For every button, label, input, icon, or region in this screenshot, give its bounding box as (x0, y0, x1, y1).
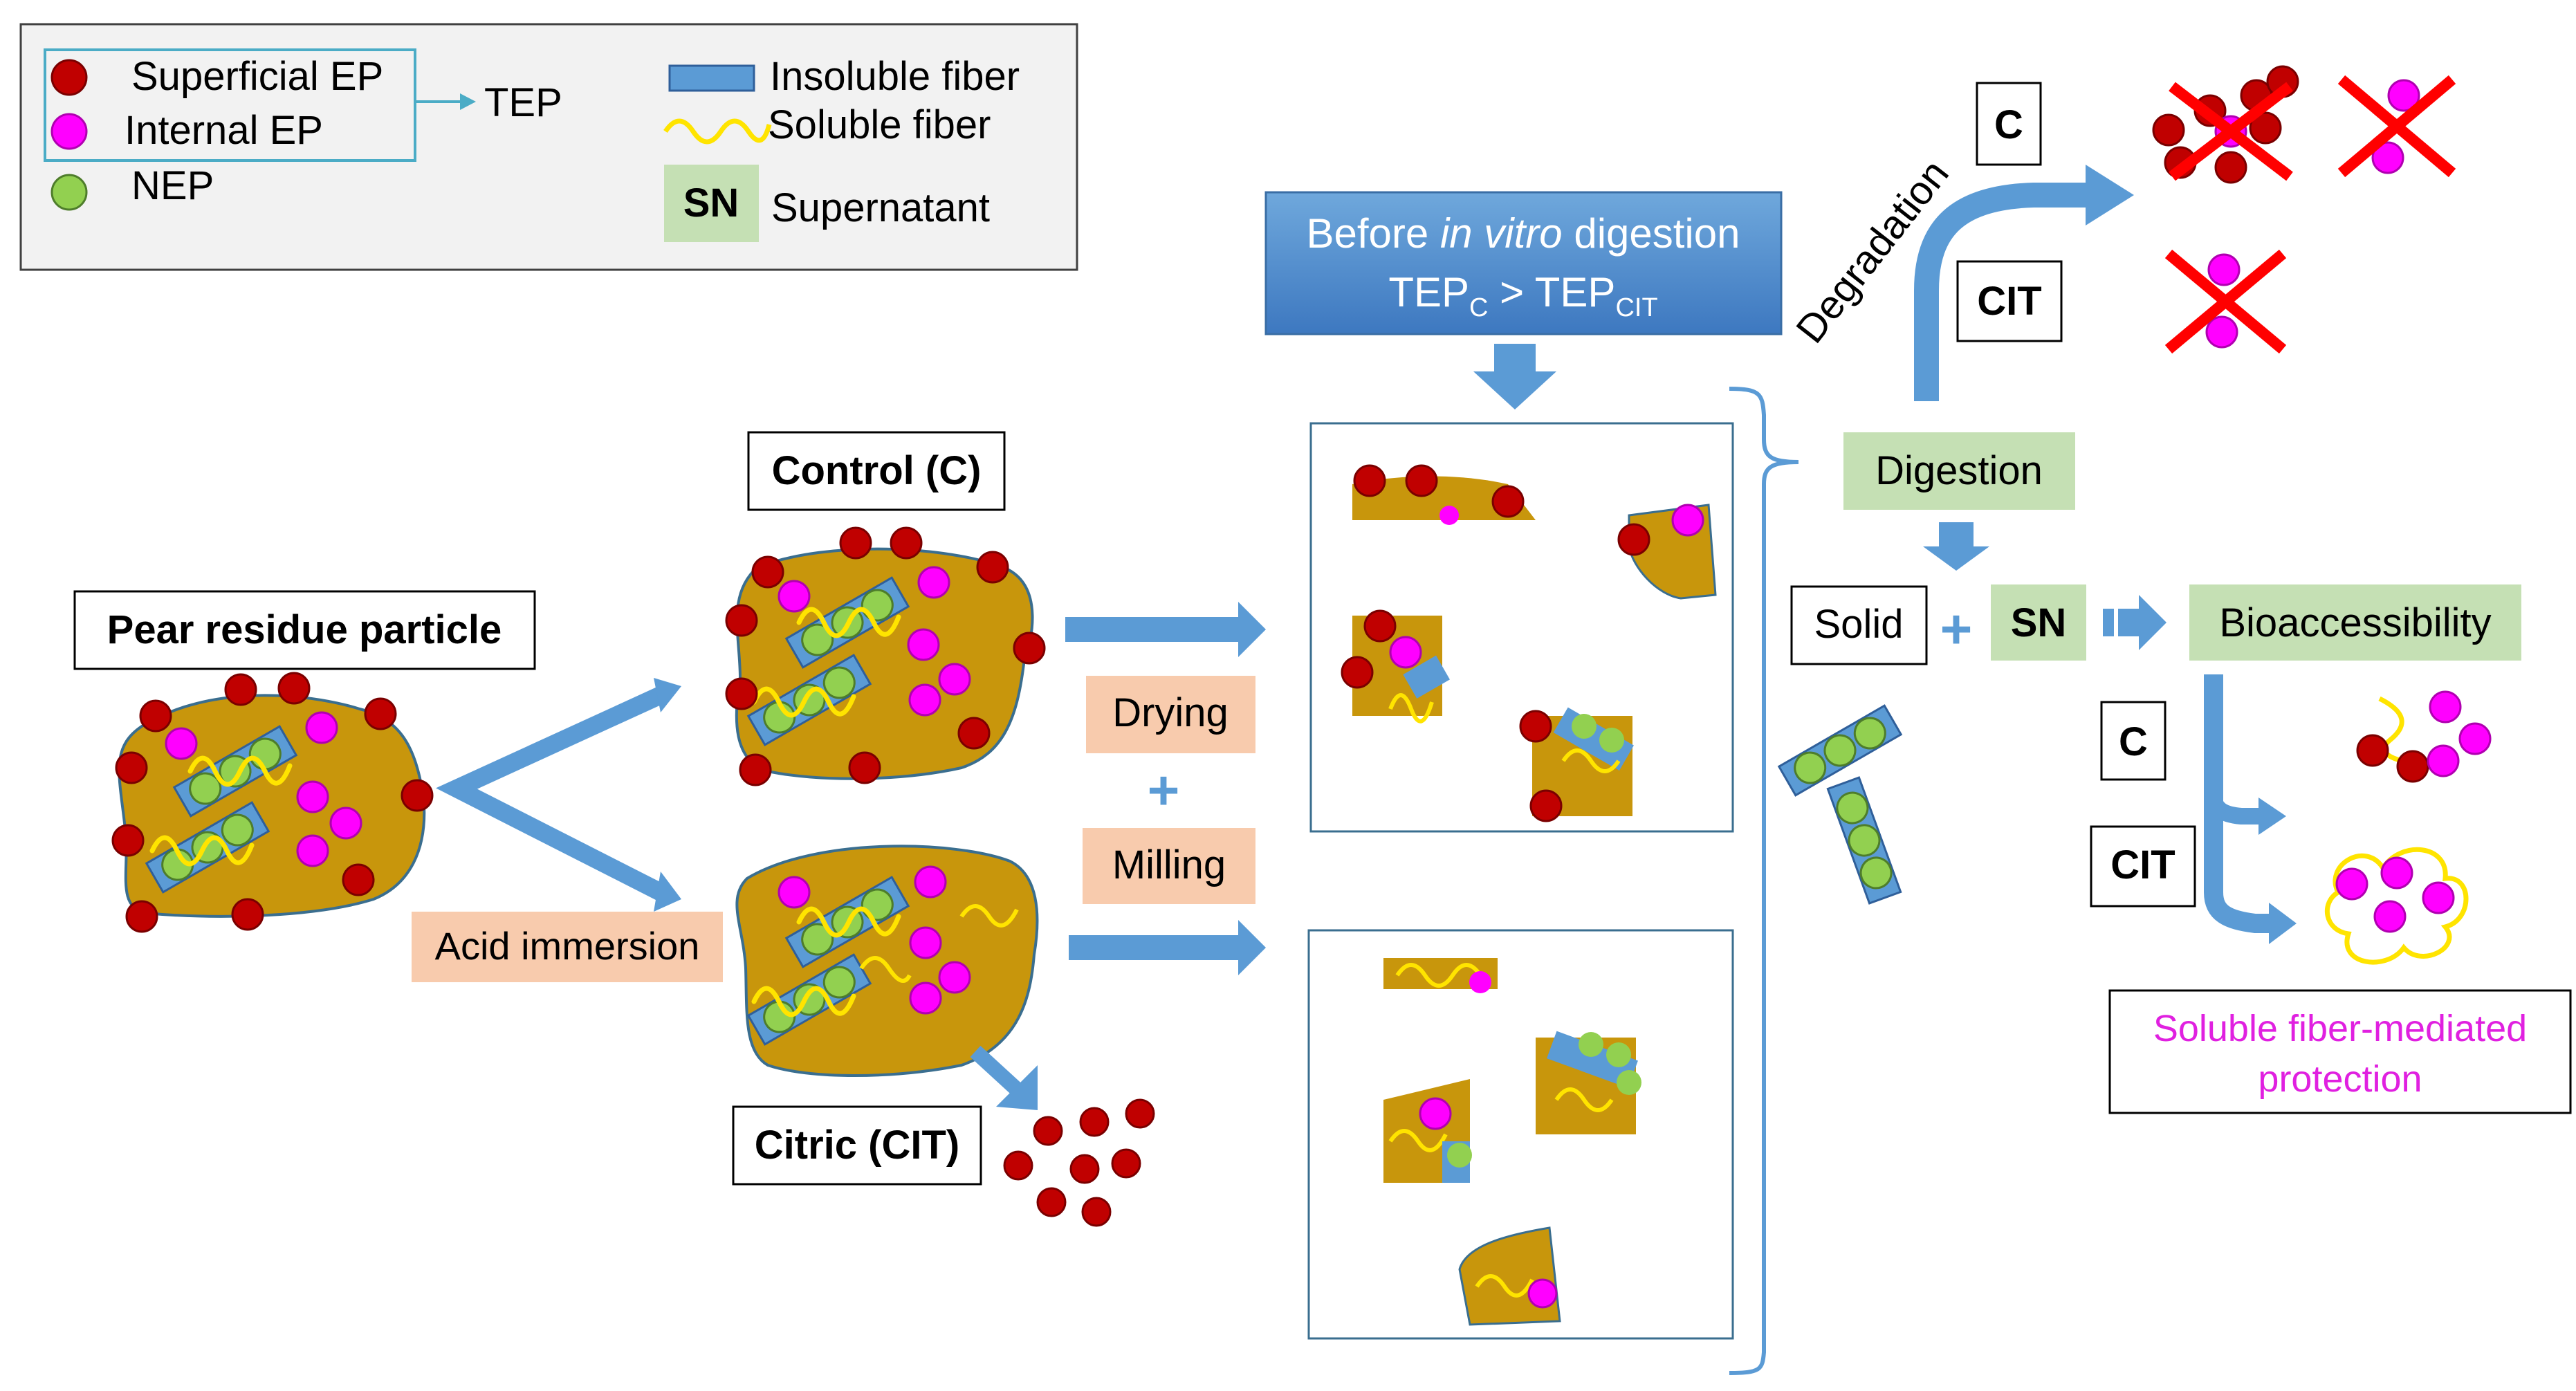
acid-immersion-label: Acid immersion (435, 924, 700, 968)
digestion-box (1843, 432, 2075, 510)
solid-sn-plus: + (1940, 598, 1973, 660)
drying-box (1086, 676, 1255, 753)
sn-label: SN (2011, 600, 2067, 645)
bioaccessibility-box (2189, 584, 2521, 661)
tep-arrow-head (460, 93, 476, 110)
solid-box (1790, 585, 1928, 665)
solid-residue-fibers (1778, 704, 1902, 905)
nep-label: NEP (131, 163, 214, 208)
control-powder-fragments (1341, 464, 1717, 822)
protection-line1: Soluble fiber-mediated (2153, 1008, 2527, 1049)
pear-residue-label-box (73, 590, 536, 670)
digestion-down-arrow (1923, 522, 1989, 571)
sn-to-bioaccessibility-arrow (2103, 595, 2166, 650)
bioaccessible-citric-group (2325, 847, 2469, 965)
c-bottom-label: C (2119, 719, 2148, 764)
solid-label: Solid (1814, 602, 1904, 647)
citric-label-box (732, 1105, 982, 1186)
sn-badge (664, 165, 759, 242)
bioaccessibility-label: Bioaccessibility (2219, 600, 2491, 645)
cit-top-box (1956, 260, 2063, 342)
tep-comparison: TEPC > TEPCIT (1388, 269, 1657, 322)
citric-particle (735, 845, 1039, 1077)
citric-release-arrow (970, 1045, 1038, 1110)
cit-bottom-label: CIT (2110, 842, 2175, 887)
nep-dot (50, 174, 88, 211)
cit-top-label: CIT (1977, 279, 2041, 324)
bioaccessible-control-group (2356, 690, 2492, 783)
internal-ep-dot (50, 113, 88, 150)
acid-immersion-box (412, 912, 723, 982)
arrow-control-to-powder (1065, 602, 1266, 657)
degraded-control-internal (2337, 75, 2456, 178)
soluble-fiber-swatch (663, 118, 772, 145)
degraded-control-group (2152, 65, 2299, 184)
control-particle (725, 526, 1046, 786)
milling-box (1083, 828, 1255, 904)
internal-ep-label: Internal EP (125, 108, 323, 153)
bioaccessibility-branch-arrows (2204, 674, 2297, 944)
cross-a2 (2169, 82, 2293, 181)
insoluble-fiber-label: Insoluble fiber (770, 54, 1020, 99)
split-arrows (436, 678, 681, 912)
degraded-citric-group (2164, 249, 2287, 354)
down-arrow-before (1473, 344, 1556, 409)
before-digestion-box: Before in vitro digestion TEPC > TEPCIT (1264, 191, 1783, 335)
tep-label: TEP (484, 80, 562, 125)
degradation-arrow (1914, 165, 2134, 401)
cit-bottom-box (2090, 825, 2196, 908)
insoluble-fiber-swatch (668, 64, 755, 92)
digestion-label: Digestion (1875, 448, 2043, 493)
c-bottom-box (2100, 701, 2166, 781)
superficial-ep-label: Superficial EP (131, 54, 383, 99)
sn-box (1991, 584, 2086, 661)
protection-line2: protection (2258, 1058, 2422, 1100)
sn-badge-label: SN (683, 181, 739, 225)
powder-bracket (1729, 387, 1799, 1375)
pear-residue-particle (111, 672, 434, 933)
citric-powder-fragments (1383, 958, 1641, 1326)
supernatant-label: Supernatant (771, 185, 990, 230)
superficial-ep-dot (50, 59, 88, 96)
legend: Superficial EP Internal EP NEP TEP Insol… (19, 23, 1078, 271)
legend-frame (19, 23, 1078, 271)
pear-residue-label: Pear residue particle (107, 607, 502, 652)
citric-label: Citric (CIT) (755, 1123, 959, 1168)
control-label: Control (C) (772, 448, 982, 493)
protection-box (2108, 989, 2572, 1114)
milling-label: Milling (1112, 842, 1226, 887)
c-top-label: C (1994, 102, 2023, 147)
control-label-box (747, 431, 1006, 511)
drying-milling-plus: + (1148, 759, 1180, 821)
c-top-box (1976, 82, 2042, 166)
released-superficial-ep (1003, 1098, 1155, 1227)
tep-bracket-box (44, 48, 416, 162)
arrow-citric-to-powder (1069, 920, 1266, 975)
drying-label: Drying (1112, 690, 1229, 735)
before-digestion-line1: Before in vitro digestion (1306, 210, 1740, 257)
soluble-fiber-label: Soluble fiber (768, 102, 991, 147)
